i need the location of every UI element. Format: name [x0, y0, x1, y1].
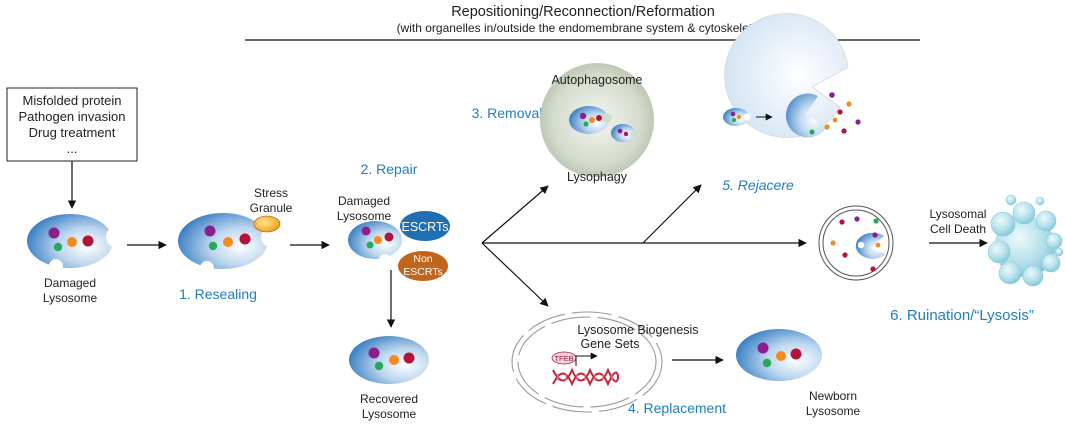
ruination-lysosome: [855, 232, 886, 259]
recovered-label-a: Recovered: [360, 392, 418, 406]
non-escrts-complex: [398, 251, 448, 281]
step-removal: 3. Removal: [472, 105, 543, 121]
repair-lysosome: [348, 221, 402, 266]
stress-granule: [253, 215, 281, 233]
damaged-lysosome-label-1b: Lysosome: [43, 291, 98, 305]
ruination-particle: [870, 266, 876, 272]
lysophagy-label: Lysophagy: [567, 170, 628, 184]
arrow-to-rejacere: [642, 184, 702, 244]
step-rejacere: 5. Rejacere: [722, 177, 794, 193]
stressor-misfolded: Misfolded protein: [23, 93, 122, 108]
tfeb-label: TFEB: [554, 354, 573, 363]
ruination-cell-inner: [822, 209, 890, 277]
cell-death-label-b: Cell Death: [930, 222, 986, 236]
arrow-to-replacement: [481, 242, 549, 307]
engulfed-lysosome-1: [569, 106, 612, 134]
ruination-particle: [839, 219, 845, 225]
ruination-particle: [842, 252, 848, 258]
newborn-lysosome: [736, 329, 822, 381]
autophagosome-label: Autophagosome: [551, 73, 642, 87]
step-ruination: 6. Ruination/“Lysosis”: [890, 307, 1034, 324]
escrts-complex: [400, 211, 450, 241]
biogenesis-label-b: Gene Sets: [580, 337, 639, 351]
recovered-lysosome: [349, 336, 429, 384]
recovered-label-b: Lysosome: [362, 407, 417, 421]
stressor-ellipsis: ...: [67, 141, 78, 156]
non-escrts-label-b: ESCRTs: [403, 266, 442, 278]
rejacere-cell: [724, 13, 849, 138]
newborn-label-b: Lysosome: [806, 404, 861, 418]
dead-cell-blebs: [987, 194, 1064, 287]
repair-damaged-label-a: Damaged: [338, 194, 390, 208]
step-resealing: 1. Resealing: [179, 286, 257, 302]
stress-granule-label-b: Granule: [250, 201, 293, 215]
escrts-label: ESCRTs: [401, 220, 448, 234]
ruination-particle: [873, 218, 879, 224]
transcription-arrow: [575, 352, 598, 366]
biogenesis-label-a: Lysosome Biogenesis: [577, 323, 698, 337]
dna-rungs: [557, 373, 613, 381]
newborn-label-a: Newborn: [809, 389, 857, 403]
rejacere-released-lumen: [785, 92, 861, 138]
damaged-lysosome-1: [27, 214, 128, 273]
step-repair: 2. Repair: [361, 161, 418, 177]
header-title: Repositioning/Reconnection/Reformation: [451, 4, 715, 20]
stress-granule-label-a: Stress: [254, 186, 288, 200]
rejacere-lysosome: [723, 108, 751, 126]
stressor-pathogen: Pathogen invasion: [19, 109, 126, 124]
damaged-lysosome-label-1a: Damaged: [44, 276, 96, 290]
repair-damaged-label-b: Lysosome: [337, 209, 392, 223]
nucleus-envelope: [511, 311, 663, 413]
arrow-to-removal: [481, 185, 549, 244]
ruination-particle: [830, 240, 836, 246]
stressor-drug: Drug treatment: [29, 125, 116, 140]
ruination-particle: [854, 216, 860, 222]
cell-death-label-a: Lysosomal: [930, 207, 987, 221]
non-escrts-label-a: Non: [413, 253, 432, 265]
header-subtitle: (with organelles in/outside the endomemb…: [397, 21, 770, 35]
dna-helix: [552, 367, 619, 387]
step-replacement: 4. Replacement: [628, 400, 726, 416]
engulfed-lysosome-2: [611, 124, 636, 142]
